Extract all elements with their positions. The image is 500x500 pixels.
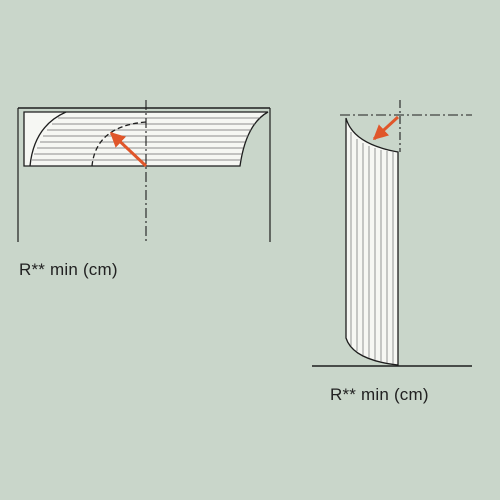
- radius-caption-horizontal: R** min (cm): [19, 260, 118, 279]
- vertical-bend-figure: [312, 100, 472, 367]
- radius-arrow-vertical: [372, 115, 400, 141]
- blind-outline-vertical: [345, 117, 399, 366]
- curved-blind-vertical: [345, 117, 399, 366]
- radius-arc-dashed: [91, 121, 147, 167]
- blind-slats-vertical: [350, 132, 394, 364]
- blind-curved-edge: [29, 111, 67, 167]
- radius-caption-vertical: R** min (cm): [330, 385, 429, 404]
- horizontal-bend-figure: [17, 100, 271, 242]
- radius-arrow-horizontal: [109, 131, 148, 168]
